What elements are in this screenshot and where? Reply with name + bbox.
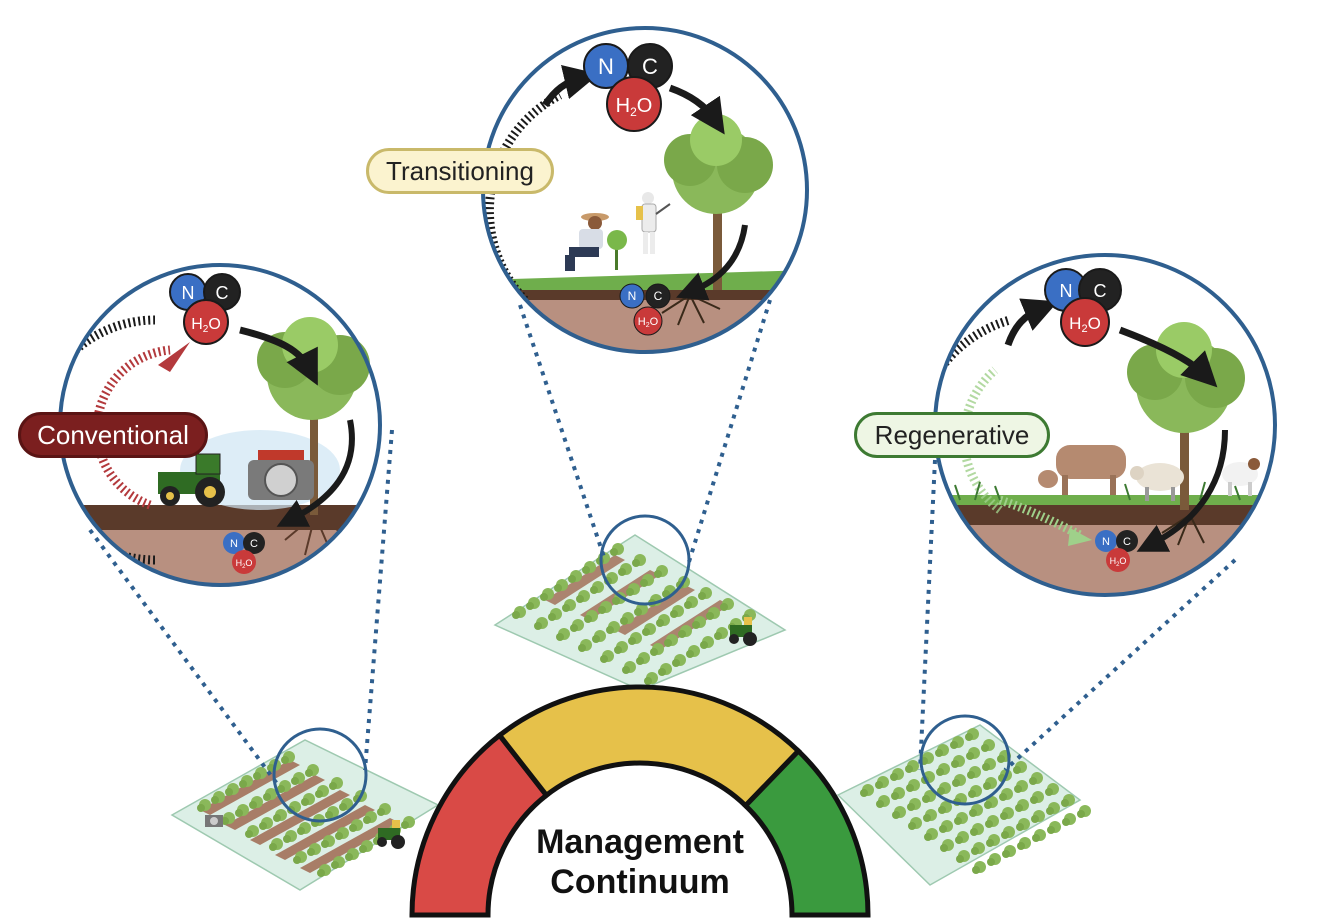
svg-text:N: N [628,289,637,303]
field-tree-icon [1047,821,1061,834]
goat-icon [1222,458,1260,496]
regenerative-zoom-circle: N C H2O N C H2O [933,253,1277,597]
field-tree-icon [972,861,986,874]
svg-text:C: C [1094,281,1107,301]
nutrient-h2o: H2O [191,316,221,335]
nutrient-c: C [216,283,229,303]
field-tree-icon [987,853,1001,866]
field-tree-icon [1077,805,1091,818]
svg-text:H2O: H2O [1069,314,1101,335]
gauge-title-line1: Management [536,823,744,861]
nutrient-cluster-soil: N C H2O [1095,530,1138,572]
svg-text:N: N [598,54,614,79]
nutrient-cluster: N C H2O [169,273,241,345]
field-regenerative [836,714,1091,886]
transitioning-label: Transitioning [366,148,554,194]
conventional-label: Conventional [18,412,208,458]
svg-text:C: C [1123,536,1131,548]
transitioning-zoom-circle: N C H2O N C H2O [481,26,809,354]
sprayer-machine-icon [248,450,314,500]
zoom-connectors [88,299,1237,787]
gauge-segment-mid [496,684,802,810]
svg-text:N: N [1102,536,1110,548]
svg-text:C: C [654,289,663,303]
sprayer-machine-icon [205,815,223,827]
field-transitioning [493,514,787,691]
svg-text:N: N [230,538,238,550]
regenerative-label: Regenerative [854,412,1050,458]
field-tree-icon [1017,837,1031,850]
tractor-icon [377,820,405,849]
nutrient-n: N [182,283,195,303]
nutrient-cluster-soil: N C H2O [619,283,671,336]
tree-icon [664,114,773,290]
field-tree-icon [1032,829,1046,842]
management-continuum-gauge [409,684,871,918]
nutrient-cluster: N C H2O [583,43,673,132]
field-tree-icon [1062,813,1076,826]
field-tree-icon [1002,845,1016,858]
nutrient-cluster-soil: N C H2O [223,532,265,574]
svg-text:C: C [250,538,258,550]
sheep-icon [1130,463,1184,501]
field-conventional [170,727,440,891]
gauge-segment-high [742,747,871,918]
nutrient-cluster: N C H2O [1044,268,1122,347]
svg-text:H2O: H2O [236,558,253,570]
tractor-icon [729,617,757,646]
management-continuum-title: Management Continuum [520,822,760,902]
svg-text:N: N [1060,281,1073,301]
tractor-icon [158,453,225,507]
gauge-title-line2: Continuum [550,863,730,901]
sprayer-person-icon [636,192,671,254]
sapling-icon [607,230,627,270]
svg-text:H2O: H2O [638,316,659,329]
cow-icon [1038,445,1126,495]
farmer-icon [565,213,609,271]
svg-text:C: C [642,54,658,79]
svg-text:H2O: H2O [1110,556,1127,568]
svg-text:H2O: H2O [616,95,653,119]
